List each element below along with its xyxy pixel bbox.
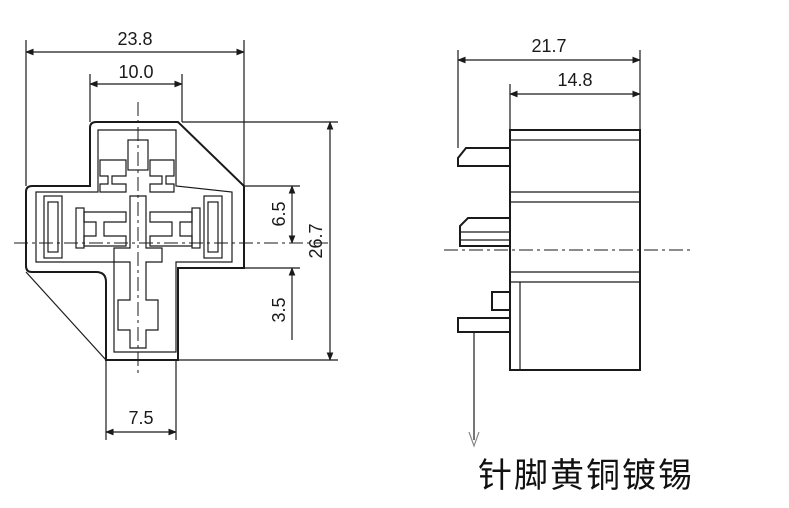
middle-right-tab — [191, 207, 201, 249]
right-slot — [203, 195, 223, 259]
dim-overall-width: 23.8 — [117, 29, 152, 49]
dim-side-width: 21.7 — [531, 36, 566, 56]
front-outline — [25, 121, 245, 361]
side-pin-bottom — [457, 317, 511, 333]
front-inner-recess — [35, 129, 233, 353]
right-slot-inner — [207, 201, 219, 253]
top-left-terminal — [99, 159, 127, 193]
side-pin-middle — [459, 217, 510, 247]
middle-left-terminal — [83, 211, 127, 247]
dim-bottom-pin-offset: 3.5 — [269, 297, 289, 322]
left-slot — [43, 195, 63, 259]
dim-bottom-width: 7.5 — [128, 408, 153, 428]
left-slot-inner — [47, 201, 59, 253]
side-pin-stub — [491, 291, 511, 311]
center-terminal — [113, 195, 163, 349]
top-right-terminal — [149, 159, 175, 193]
middle-left-tab — [75, 207, 85, 249]
front-view: 23.8 10.0 26.7 6.5 3.5 7.5 — [14, 29, 338, 440]
dim-pin-spacing: 6.5 — [269, 201, 289, 226]
front-chamfer — [25, 271, 107, 361]
dim-overall-height: 26.7 — [306, 223, 326, 258]
side-view: 21.7 14.8 — [444, 36, 690, 448]
note-leader-arrow — [468, 431, 480, 448]
pin-material-note: 针脚黄铜镀锡 — [478, 456, 694, 496]
dim-side-body-width: 14.8 — [557, 70, 592, 90]
middle-right-terminal — [149, 211, 193, 247]
dim-inner-width: 10.0 — [118, 62, 153, 82]
side-pin-top — [457, 147, 510, 167]
